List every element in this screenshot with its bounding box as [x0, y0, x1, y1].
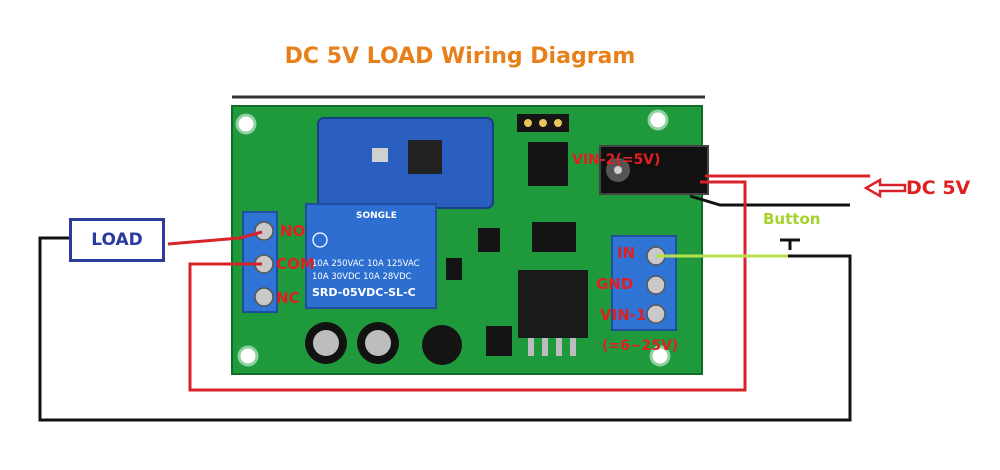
mounting-hole: [649, 345, 671, 367]
label-dc-power: DC 5V: [906, 177, 971, 199]
transistor: [478, 228, 500, 252]
mounting-hole: [237, 345, 259, 367]
relay-terminal-block: [242, 211, 278, 313]
label-in: IN: [617, 244, 636, 262]
cqc-mark-icon: [312, 232, 328, 248]
mounting-hole: [647, 109, 669, 131]
label-no: NO: [280, 222, 306, 240]
wire-dc-negative: [689, 194, 850, 207]
relay-rating-dc: 10A 30VDC 10A 28VDC: [312, 272, 412, 282]
label-button: Button: [763, 210, 821, 228]
load-box: LOAD: [69, 218, 165, 262]
relay-model: SRD-05VDC-SL-C: [312, 286, 416, 299]
label-vin2: VIN-2(=5V): [572, 152, 661, 168]
label-com: COM: [276, 255, 315, 273]
relay: SONGLE 10A 250VAC 10A 125VAC 10A 30VDC 1…: [305, 203, 437, 309]
label-vin1-range: (=6~25V): [602, 338, 679, 354]
mounting-hole: [235, 113, 257, 135]
wire-black-loop: [38, 236, 852, 422]
button-switch-icon: [780, 238, 820, 258]
label-gnd: GND: [596, 275, 634, 293]
page-title: DC 5V LOAD Wiring Diagram: [284, 44, 636, 69]
inductor: [422, 325, 462, 365]
header-pins: [517, 114, 569, 132]
label-vin1: VIN-1: [600, 306, 647, 324]
relay-rating-ac: 10A 250VAC 10A 125VAC: [312, 259, 420, 269]
ic-chip: [528, 142, 568, 186]
relay-brand: SONGLE: [356, 211, 397, 221]
bluetooth-module: [317, 117, 494, 209]
ic-chip: [532, 222, 576, 252]
dc-input-arrow-icon: [863, 177, 907, 199]
diode: [446, 258, 462, 280]
dc-jack: [599, 145, 709, 195]
sd-diode: [486, 326, 512, 356]
load-label: LOAD: [91, 230, 143, 250]
voltage-regulator: [518, 270, 588, 356]
capacitors: [305, 322, 399, 364]
label-nc: NC: [276, 289, 300, 307]
input-terminal-block: [611, 235, 677, 331]
wire-red: [167, 174, 870, 392]
module-chip: [408, 140, 442, 174]
